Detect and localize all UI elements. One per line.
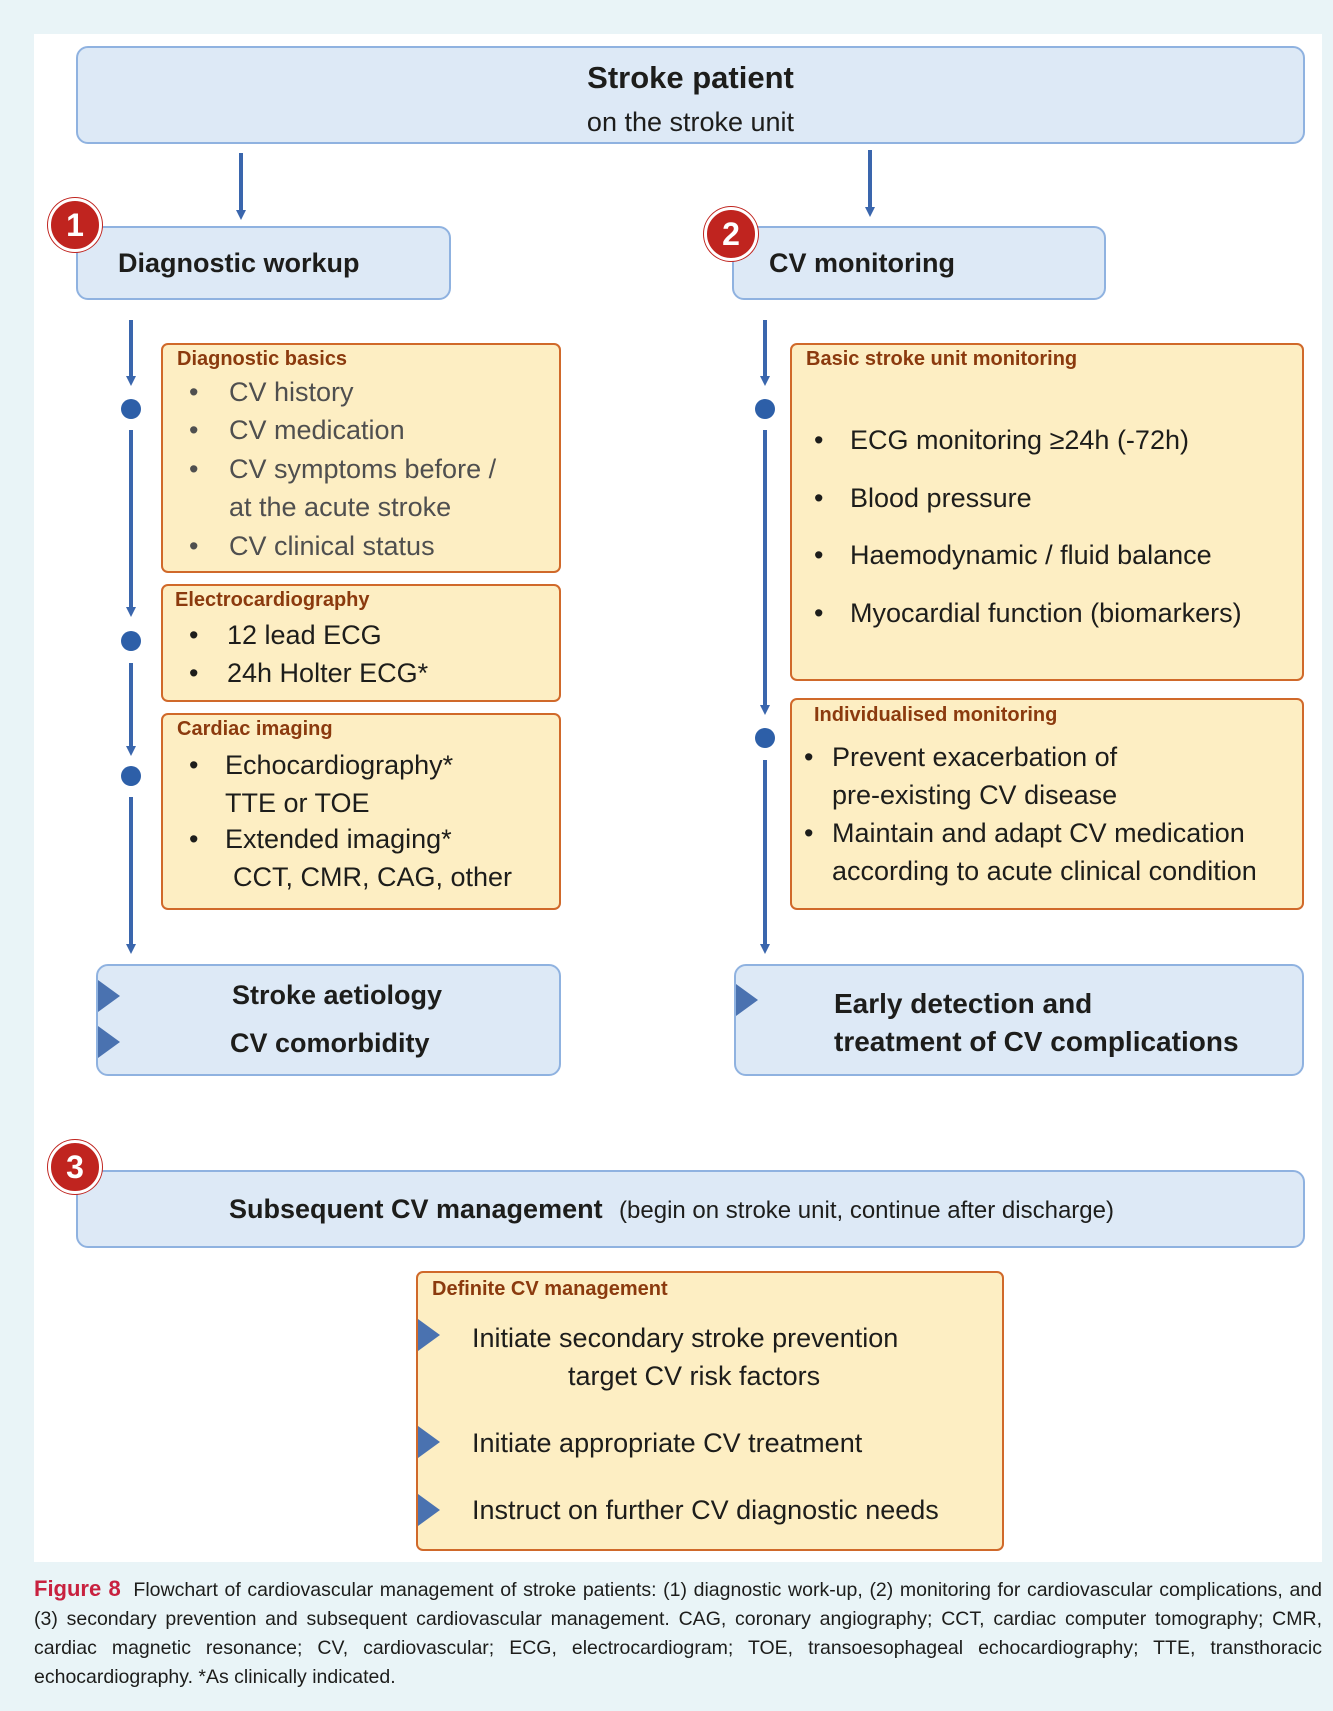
diagnostic-basics-title: Diagnostic basics	[177, 348, 348, 370]
individualised-monitoring-box: Individualised monitoring • Prevent exac…	[790, 698, 1304, 910]
step-1-badge: 1	[48, 198, 102, 252]
list-item: Blood pressure	[850, 483, 1032, 513]
timeline-dot	[755, 399, 775, 419]
list-item: Echocardiography*	[225, 750, 454, 780]
list-item: CV history	[229, 377, 354, 407]
individualised-monitoring-title: Individualised monitoring	[814, 704, 1058, 726]
list-item: •	[189, 620, 199, 650]
list-item: •	[189, 415, 199, 445]
pointer-triangle-icon	[98, 980, 120, 1012]
list-item: •	[804, 742, 814, 772]
list-item: •	[189, 454, 199, 484]
list-item: target CV risk factors	[568, 1361, 821, 1391]
basic-monitoring-box: Basic stroke unit monitoring • ECG monit…	[790, 343, 1304, 681]
cv-monitoring-box: CV monitoring	[732, 226, 1106, 300]
list-item: ECG monitoring ≥24h (-72h)	[850, 425, 1189, 455]
list-item: •	[814, 540, 824, 570]
step-2-badge: 2	[704, 207, 758, 261]
timeline-dot	[121, 399, 141, 419]
list-item: CV medication	[229, 415, 405, 445]
definite-management-box: Definite CV management Initiate secondar…	[416, 1271, 1004, 1551]
timeline-dot	[121, 631, 141, 651]
subsequent-management-line: Subsequent CV management (begin on strok…	[229, 1194, 1114, 1225]
electrocardiography-title: Electrocardiography	[175, 589, 370, 611]
pointer-triangle-icon	[418, 1426, 440, 1458]
list-item: Maintain and adapt CV medication	[832, 818, 1245, 848]
basic-monitoring-title: Basic stroke unit monitoring	[806, 348, 1078, 370]
list-item: •	[814, 483, 824, 513]
list-item: at the acute stroke	[229, 492, 452, 522]
list-item: 12 lead ECG	[227, 620, 382, 650]
stroke-patient-box: Stroke patient on the stroke unit	[76, 46, 1305, 144]
outcome-label: treatment of CV complications	[834, 1026, 1239, 1057]
stroke-patient-title: Stroke patient	[587, 60, 794, 95]
list-item: •	[814, 425, 824, 455]
list-item: •	[189, 377, 199, 407]
step-3-badge: 3	[48, 1140, 102, 1194]
list-item: CV symptoms before /	[229, 454, 497, 484]
list-item: Haemodynamic / fluid balance	[850, 540, 1212, 570]
list-item: 24h Holter ECG*	[227, 658, 429, 688]
timeline-dot	[121, 766, 141, 786]
list-item: according to acute clinical condition	[832, 856, 1257, 886]
diagnostic-workup-box: Diagnostic workup	[76, 226, 451, 300]
pointer-triangle-icon	[98, 1026, 120, 1058]
pointer-triangle-icon	[418, 1319, 440, 1351]
list-item: •	[189, 531, 199, 561]
subsequent-management-title: Subsequent CV management	[229, 1194, 603, 1224]
subsequent-management-box: Subsequent CV management (begin on strok…	[76, 1170, 1305, 1248]
cv-monitoring-title: CV monitoring	[769, 248, 955, 278]
cardiac-imaging-box: Cardiac imaging • Echocardiography* TTE …	[161, 713, 561, 910]
list-item: •	[814, 598, 824, 628]
stroke-aetiology-box: Stroke aetiology CV comorbidity	[96, 964, 561, 1076]
list-item: pre-existing CV disease	[832, 780, 1118, 810]
list-item: •	[189, 750, 199, 780]
outcome-label: Early detection and	[834, 988, 1093, 1019]
list-item: •	[189, 824, 199, 854]
figure-label: Figure 8	[34, 1576, 121, 1601]
cardiac-imaging-title: Cardiac imaging	[177, 718, 333, 740]
list-item: Extended imaging*	[225, 824, 452, 854]
subsequent-management-subtitle: (begin on stroke unit, continue after di…	[619, 1197, 1114, 1224]
list-item: CV clinical status	[229, 531, 435, 561]
electrocardiography-box: Electrocardiography • 12 lead ECG • 24h …	[161, 584, 561, 702]
list-item: Initiate appropriate CV treatment	[472, 1428, 863, 1458]
list-item: CCT, CMR, CAG, other	[233, 862, 513, 892]
list-item: Prevent exacerbation of	[832, 742, 1118, 772]
definite-management-title: Definite CV management	[432, 1278, 668, 1300]
list-item: Instruct on further CV diagnostic needs	[472, 1495, 939, 1525]
pointer-triangle-icon	[418, 1494, 440, 1526]
list-item: TTE or TOE	[225, 788, 370, 818]
timeline-dot	[755, 728, 775, 748]
figure-caption: Figure 8 Flowchart of cardiovascular man…	[34, 1574, 1322, 1692]
outcome-label: CV comorbidity	[230, 1028, 430, 1058]
list-item: •	[804, 818, 814, 848]
figure-caption-text: Flowchart of cardiovascular management o…	[34, 1579, 1322, 1688]
list-item: Myocardial function (biomarkers)	[850, 598, 1242, 628]
diagnostic-workup-title: Diagnostic workup	[118, 248, 360, 278]
early-detection-box: Early detection and treatment of CV comp…	[734, 964, 1304, 1076]
list-item: Initiate secondary stroke prevention	[472, 1323, 899, 1353]
list-item: •	[189, 658, 199, 688]
stroke-patient-subtitle: on the stroke unit	[586, 107, 795, 137]
pointer-triangle-icon	[736, 984, 758, 1016]
outcome-label: Stroke aetiology	[232, 980, 443, 1010]
diagnostic-basics-box: Diagnostic basics • CV history • CV medi…	[161, 343, 561, 573]
